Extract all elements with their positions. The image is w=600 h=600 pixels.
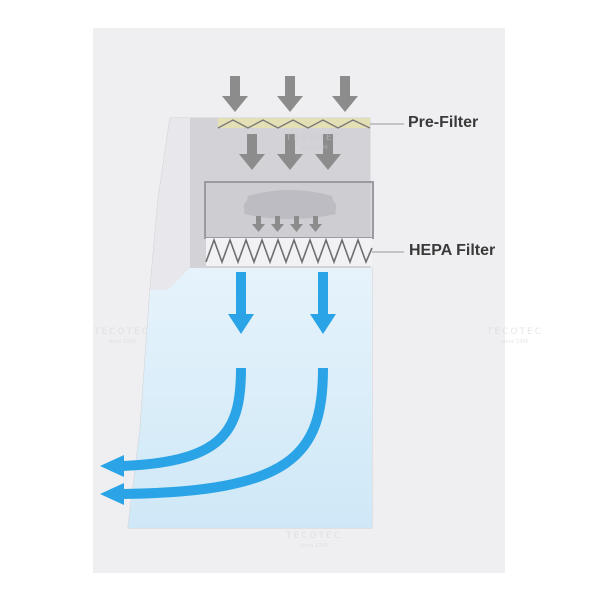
arrow-down-icon — [290, 216, 303, 232]
watermark-left: TECOTEC since 1996 — [93, 327, 150, 345]
svg-text:since 1996: since 1996 — [300, 543, 327, 549]
hepa-filter — [205, 237, 373, 266]
arrow-down-icon — [222, 76, 248, 112]
svg-text:TECOTEC: TECOTEC — [285, 133, 342, 143]
arrow-down-icon — [332, 76, 358, 112]
arrow-down-icon — [271, 216, 284, 232]
svg-text:TECOTEC: TECOTEC — [486, 327, 543, 337]
svg-text:TECOTEC: TECOTEC — [285, 531, 342, 541]
arrow-down-icon — [309, 216, 322, 232]
inflow-arrows-top — [222, 76, 358, 112]
arrow-down-icon — [277, 134, 303, 170]
watermark-top: TECOTEC since 1996 — [285, 133, 342, 151]
inflow-arrows-housing — [239, 134, 341, 170]
pre-filter-pleats — [217, 119, 371, 129]
arrow-down-icon — [277, 76, 303, 112]
svg-text:since 1996: since 1996 — [300, 145, 327, 151]
svg-text:since 1996: since 1996 — [501, 339, 528, 345]
svg-text:TECOTEC: TECOTEC — [93, 327, 150, 337]
watermark-bottom: TECOTEC since 1996 — [285, 531, 342, 549]
arrow-head-lower — [100, 483, 124, 505]
arrow-head-upper — [100, 455, 124, 477]
arrow-down-icon — [315, 134, 341, 170]
svg-text:since 1996: since 1996 — [108, 339, 135, 345]
curved-arrow-left-icon — [121, 367, 328, 499]
arrow-down-icon — [239, 134, 265, 170]
zigzag-pleat-icon — [205, 237, 373, 265]
pre-filter-label: Pre-Filter — [408, 114, 479, 131]
front-sash — [150, 118, 190, 290]
arrow-down-icon — [252, 216, 265, 232]
curved-airflow-arrows — [100, 367, 328, 505]
curved-arrow-left-icon — [121, 367, 246, 471]
blower-outflow-arrows — [252, 216, 322, 232]
arrow-down-icon — [228, 272, 254, 334]
arrow-down-icon — [310, 272, 336, 334]
downflow-arrows — [228, 272, 336, 334]
watermark-right: TECOTEC since 1996 — [486, 327, 543, 345]
pre-filter-strip — [217, 118, 371, 129]
work-zone — [128, 268, 372, 528]
hepa-filter-label: HEPA Filter — [409, 242, 496, 259]
blower-fan-icon — [244, 190, 336, 219]
